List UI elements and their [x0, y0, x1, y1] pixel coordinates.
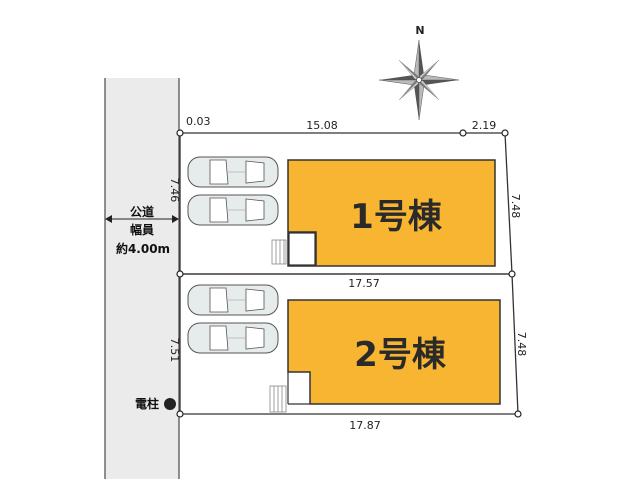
dim-lot1-top-right: 2.19 — [472, 119, 497, 132]
car-icon — [187, 322, 279, 354]
compass-north-label: N — [415, 24, 424, 37]
building-2-steps — [269, 385, 287, 413]
dim-lot2-bottom: 17.87 — [349, 419, 381, 432]
public-road — [105, 78, 179, 479]
utility-pole-label: 電柱 — [135, 396, 159, 411]
building-1-porch — [288, 232, 316, 266]
building-2-label: 2号棟 — [354, 335, 447, 375]
building-1-label: 1号棟 — [350, 197, 443, 237]
dim-lot1-top-mid: 15.08 — [306, 119, 338, 132]
utility-pole-icon — [164, 398, 176, 410]
building-1 — [287, 159, 496, 267]
road-label-width: 幅員 — [130, 222, 154, 237]
car-icon — [187, 156, 279, 188]
road-width-arrow — [105, 215, 179, 223]
lot2-boundary — [180, 273, 519, 415]
parked-cars — [187, 156, 279, 354]
dim-lot1-bottom: 17.57 — [348, 277, 380, 290]
car-icon — [187, 194, 279, 226]
dim-lot2-left: 7.51 — [168, 338, 181, 363]
compass-icon — [378, 39, 460, 121]
road-label-public: 公道 — [130, 204, 154, 219]
dim-lot1-right: 7.48 — [509, 194, 522, 219]
boundary-markers — [176, 129, 522, 418]
dim-lot1-left: 7.46 — [168, 178, 181, 203]
road-label-measure: 約4.00m — [116, 241, 170, 256]
dim-lot2-right: 7.48 — [515, 332, 528, 357]
car-icon — [187, 284, 279, 316]
dim-lot1-top-left: 0.03 — [186, 115, 211, 128]
building-1-steps — [271, 239, 287, 265]
